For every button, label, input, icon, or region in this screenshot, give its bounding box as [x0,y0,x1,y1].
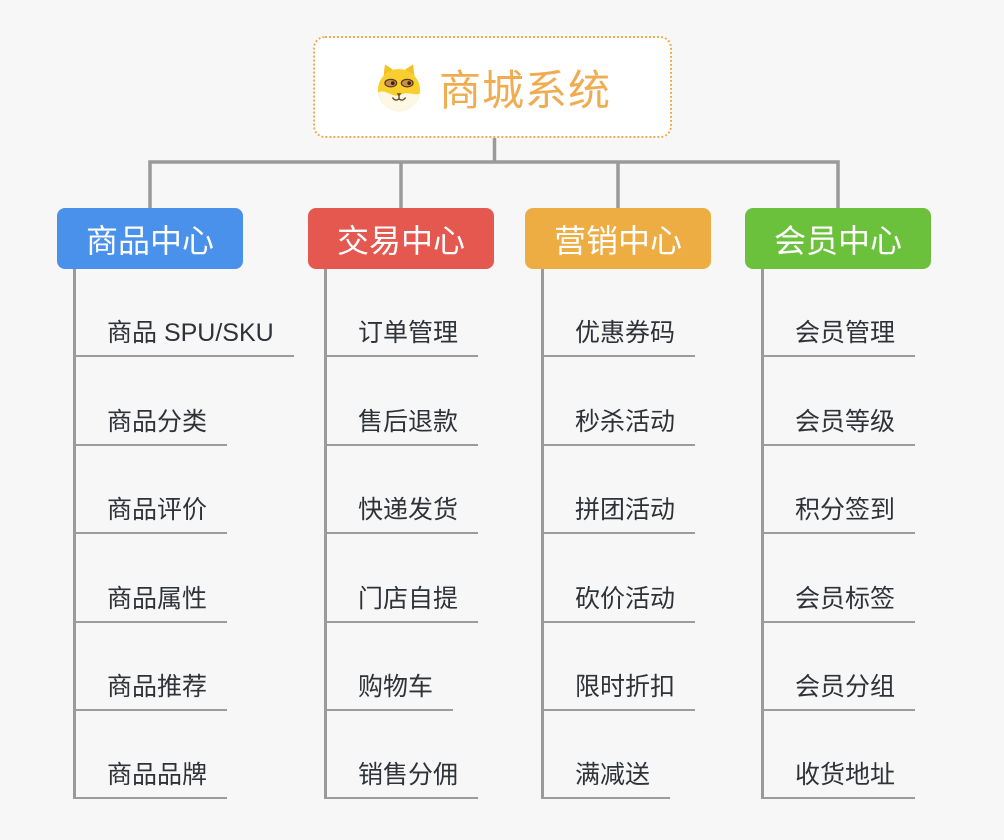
branch-items: 会员管理 会员等级 积分签到 会员标签 会员分组 收货地址 [761,269,916,800]
root-title: 商城系统 [438,66,611,114]
topic-item[interactable]: 会员分组 [761,623,916,711]
topic-item[interactable]: 商品属性 [73,534,228,623]
topic-item[interactable]: 满减送 [541,711,671,800]
topic-item[interactable]: 商品品牌 [73,711,228,800]
topic-item[interactable]: 快递发货 [324,446,479,535]
topic-item[interactable]: 订单管理 [324,269,479,358]
branch-header-marketing-center[interactable]: 营销中心 [525,208,711,269]
topic-item[interactable]: 优惠券码 [541,269,696,358]
topic-item[interactable]: 会员管理 [761,269,916,358]
branch-product-center: 商品中心 商品 SPU/SKU 商品分类 商品评价 商品属性 商品推荐 商品品牌 [57,208,307,808]
topic-item[interactable]: 门店自提 [324,534,479,623]
branch-member-center: 会员中心 会员管理 会员等级 积分签到 会员标签 会员分组 收货地址 [745,208,995,808]
topic-item[interactable]: 销售分佣 [324,711,479,800]
topic-item[interactable]: 商品评价 [73,446,228,535]
branch-header-member-center[interactable]: 会员中心 [745,208,931,269]
root-node[interactable]: 商城系统 [313,36,672,138]
topic-item[interactable]: 限时折扣 [541,623,696,711]
branch-header-trade-center[interactable]: 交易中心 [308,208,494,269]
topic-item[interactable]: 砍价活动 [541,534,696,623]
topic-item[interactable]: 售后退款 [324,357,479,446]
topic-item[interactable]: 拼团活动 [541,446,696,535]
connector-path [148,134,840,211]
branch-items: 优惠券码 秒杀活动 拼团活动 砍价活动 限时折扣 满减送 [541,269,696,800]
topic-item[interactable]: 收货地址 [761,711,916,800]
topic-item[interactable]: 商品 SPU/SKU [73,269,294,358]
topic-item[interactable]: 商品推荐 [73,623,228,711]
topic-item[interactable]: 购物车 [324,623,454,711]
branch-trade-center: 交易中心 订单管理 售后退款 快递发货 门店自提 购物车 销售分佣 [308,208,558,808]
topic-item[interactable]: 积分签到 [761,446,916,535]
topic-item[interactable]: 商品分类 [73,357,228,446]
branch-items: 商品 SPU/SKU 商品分类 商品评价 商品属性 商品推荐 商品品牌 [73,269,294,800]
branch-header-product-center[interactable]: 商品中心 [57,208,243,269]
shiba-dog-icon [377,64,421,112]
topic-item[interactable]: 会员等级 [761,357,916,446]
topic-item[interactable]: 会员标签 [761,534,916,623]
branch-items: 订单管理 售后退款 快递发货 门店自提 购物车 销售分佣 [324,269,479,800]
topic-item[interactable]: 秒杀活动 [541,357,696,446]
branch-marketing-center: 营销中心 优惠券码 秒杀活动 拼团活动 砍价活动 限时折扣 满减送 [525,208,775,808]
